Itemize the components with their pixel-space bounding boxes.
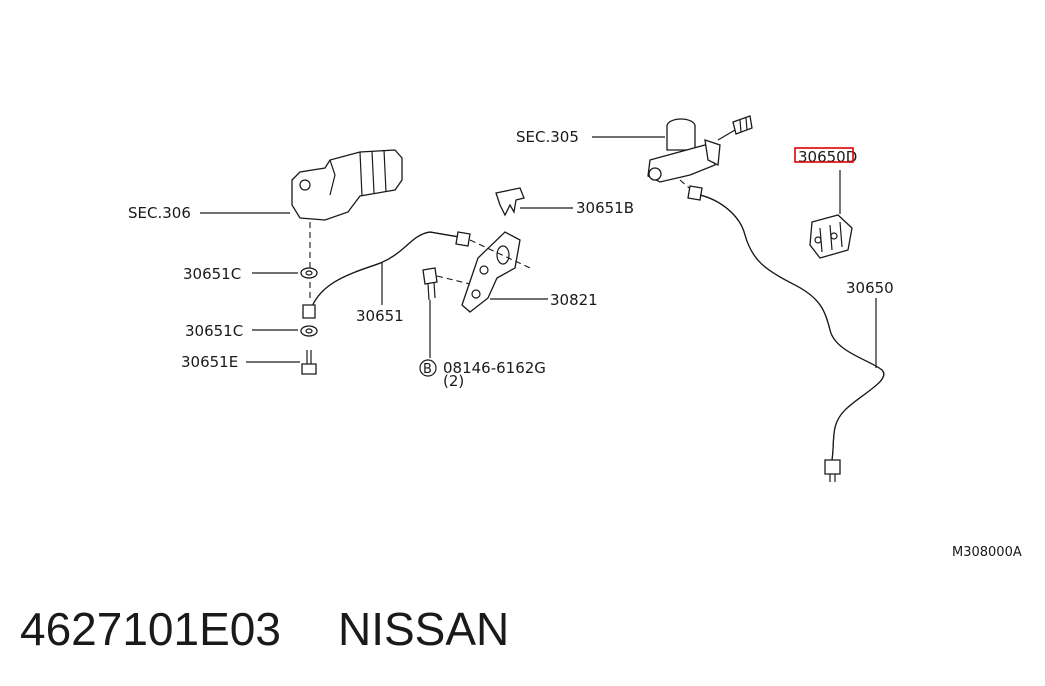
label-30650: 30650 [846,279,894,297]
label-30651b: 30651B [576,199,634,217]
washer-30651c-lower [300,325,318,337]
clutch-tube-30650 [679,179,885,482]
label-30821: 30821 [550,291,598,309]
label-sec-305: SEC.305 [516,128,579,146]
highlight-box [794,147,854,163]
bolt-30651e [301,350,317,375]
bolt-marker: B [423,362,432,377]
washer-30651c-upper [300,267,318,279]
label-bolt-qty: (2) [443,372,464,390]
label-sec-306: SEC.306 [128,204,191,222]
operating-cylinder [291,149,403,221]
clutch-hose-30651 [302,231,471,319]
clip-30651b [495,187,525,217]
master-cylinder [647,115,753,183]
bolt-marker-circle [419,359,437,377]
label-30650d: 30650D [798,148,857,166]
caption-part-number: 4627101E03 [20,603,281,655]
label-30651c-lower: 30651C [185,322,243,340]
diagram-code: M308000A [952,545,1022,560]
clamp-30650d [809,214,853,259]
label-08146-6162g: 08146-6162G [443,359,546,377]
label-30651c-upper: 30651C [183,265,241,283]
caption-brand: NISSAN [338,603,509,655]
label-30651e: 30651E [181,353,238,371]
bracket-30821 [461,231,521,313]
bolt-08146 [422,267,438,301]
label-30651: 30651 [356,307,404,325]
